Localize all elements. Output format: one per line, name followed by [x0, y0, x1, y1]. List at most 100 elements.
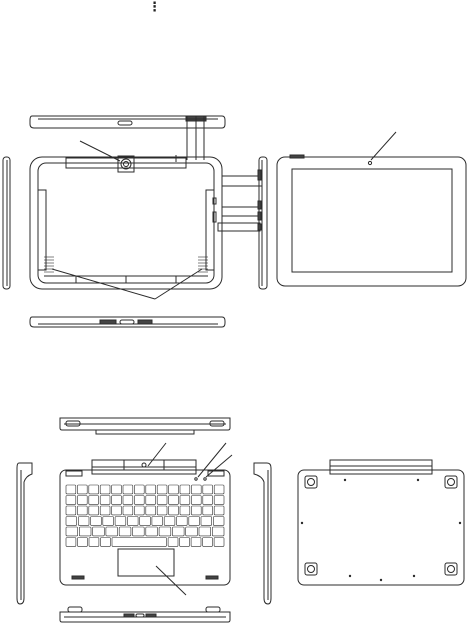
keyboard-key [89, 538, 99, 547]
keyboard-key [66, 517, 77, 526]
keyboard-bottom-edge-view [60, 607, 230, 622]
keyboard-key [134, 506, 144, 515]
keyboard-key [123, 485, 133, 494]
keyboard-key [180, 496, 190, 505]
keyboard-key [77, 506, 87, 515]
keyboard-key [146, 496, 156, 505]
keyboard-key [119, 527, 131, 536]
keyboard-key [164, 517, 175, 526]
screw-dots [301, 479, 461, 581]
keyboard-key [214, 538, 224, 547]
keyboard-key [112, 496, 122, 505]
keyboard-key [214, 496, 224, 505]
keyboard-key [91, 517, 102, 526]
keyboard-key [101, 538, 111, 547]
keyboard-key [201, 517, 212, 526]
keyboard-key [180, 506, 190, 515]
touchpad [118, 549, 174, 576]
keyboard-key [134, 496, 144, 505]
keyboard-key [146, 506, 156, 515]
keyboard-key [172, 527, 184, 536]
tablet-front-view [277, 132, 466, 286]
top-edge-callout-lines [186, 116, 218, 160]
keyboard-key [103, 517, 114, 526]
keyboard-key [66, 527, 78, 536]
keyboard-key [169, 496, 179, 505]
keyboard-keys [66, 485, 224, 546]
keyboard-key [168, 538, 178, 547]
keyboard-key [89, 485, 99, 494]
hinge-latch-icon [142, 463, 146, 467]
keyboard-key [203, 496, 213, 505]
keyboard-key [66, 506, 76, 515]
keyboard-key [189, 517, 200, 526]
keyboard-callout-lines [148, 443, 232, 595]
keyboard-key [146, 485, 156, 494]
tablet-right-side-view [258, 157, 267, 289]
keyboard-key [191, 506, 201, 515]
tablet-screen [292, 169, 452, 272]
front-camera-icon [368, 161, 371, 164]
keyboard-key [134, 485, 144, 494]
keyboard-key [214, 506, 224, 515]
keyboard-bottom-view [298, 460, 464, 585]
keyboard-key [212, 527, 224, 536]
keyboard-key [169, 485, 179, 494]
space-bar-key [112, 538, 167, 547]
keyboard-key [66, 485, 76, 494]
keyboard-key [123, 496, 133, 505]
keyboard-key [203, 485, 213, 494]
keyboard-key [106, 527, 118, 536]
rubber-foot-bottom-left [305, 563, 317, 575]
keyboard-top-view [60, 460, 230, 585]
keyboard-key [191, 538, 201, 547]
keyboard-key [152, 517, 163, 526]
tablet-bottom-edge-view [30, 317, 225, 327]
keyboard-key [100, 485, 110, 494]
keyboard-key [159, 527, 171, 536]
keyboard-key [186, 527, 198, 536]
side-port-callout-lines [218, 176, 262, 231]
keyboard-key [66, 538, 76, 547]
keyboard-key [146, 527, 158, 536]
rubber-foot-top-left [305, 476, 317, 488]
keyboard-key [112, 506, 122, 515]
keyboard-key [123, 506, 133, 515]
indicator-led-icon [195, 478, 197, 480]
keyboard-key [199, 527, 211, 536]
keyboard-key [100, 496, 110, 505]
rubber-foot-bottom-right [445, 563, 457, 575]
keyboard-key [203, 538, 213, 547]
rubber-foot-top-right [445, 476, 457, 488]
keyboard-key [140, 517, 151, 526]
indicator-led-icon [204, 478, 206, 480]
keyboard-key [89, 506, 99, 515]
keyboard-key [66, 496, 76, 505]
tablet-left-side-view [3, 157, 10, 289]
keyboard-key [127, 517, 138, 526]
keyboard-key [214, 485, 224, 494]
keyboard-key [203, 506, 213, 515]
keyboard-key [157, 496, 167, 505]
keyboard-key [157, 506, 167, 515]
keyboard-key [180, 538, 190, 547]
keyboard-key [112, 485, 122, 494]
keyboard-key [93, 527, 105, 536]
keyboard-key [115, 517, 126, 526]
keyboard-key [191, 485, 201, 494]
keyboard-key [157, 485, 167, 494]
keyboard-key [78, 517, 89, 526]
keyboard-key [213, 517, 224, 526]
keyboard-key [77, 485, 87, 494]
keyboard-key [89, 496, 99, 505]
keyboard-key [177, 517, 188, 526]
keyboard-key [79, 527, 91, 536]
keyboard-left-side-view [17, 463, 32, 604]
keyboard-key [100, 506, 110, 515]
keyboard-key [169, 506, 179, 515]
keyboard-key [78, 538, 88, 547]
keyboard-right-side-view [254, 463, 271, 604]
keyboard-key [77, 496, 87, 505]
keyboard-key [133, 527, 145, 536]
